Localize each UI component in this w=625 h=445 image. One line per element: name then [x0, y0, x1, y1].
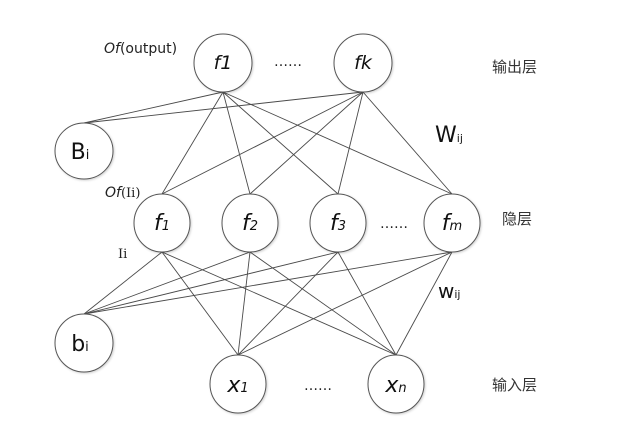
node-circle: [193, 33, 253, 93]
node-circle: [333, 33, 393, 93]
weight-sub: ij: [454, 288, 460, 301]
edge-x1-h2: [237, 251, 251, 356]
node-label: f1: [214, 52, 233, 74]
weight-main: W: [435, 123, 457, 148]
node-label: f1: [154, 211, 170, 236]
node-label: x1: [226, 373, 248, 398]
node-label-sub: m: [450, 219, 463, 234]
node-label: bi: [71, 332, 89, 357]
node-label: fm: [442, 211, 462, 236]
edge-out1-Bi: [83, 91, 224, 124]
node-label: f3: [330, 211, 346, 236]
annotation-italic: Of: [105, 185, 123, 201]
node-label: xn: [384, 373, 406, 398]
node-input-x1: x1: [209, 354, 267, 414]
edge-xn-h3: [337, 251, 397, 356]
node-hidden-f1: f1: [133, 193, 191, 253]
edge-x1-hm: [237, 251, 453, 356]
node-label-main: x: [384, 373, 399, 398]
edge-xn-h1: [161, 251, 397, 356]
lower-weight-label: wij: [438, 279, 460, 303]
edges: [83, 91, 453, 356]
annotation-hidden-input: Ii: [118, 247, 127, 262]
node-circle: [54, 313, 114, 373]
edge-bi-h1: [83, 251, 163, 315]
node-input-xn: xn: [367, 354, 425, 414]
layer-label-output: 输出层: [492, 58, 537, 76]
node-label-sub: 1: [162, 219, 170, 234]
node-hidden-f3: f3: [309, 193, 367, 253]
node-label-main: f: [330, 211, 341, 236]
upper-weight-label: Wij: [435, 123, 463, 148]
output-ellipsis: ……: [274, 54, 302, 70]
edge-outk-h2: [249, 91, 364, 195]
input-ellipsis: ……: [304, 378, 332, 394]
node-label: Bi: [71, 140, 90, 165]
edge-out1-hm: [222, 91, 453, 195]
node-circle: [133, 193, 191, 253]
annotation-rest: (output): [120, 41, 177, 57]
edge-x1-h1: [161, 251, 239, 356]
edge-xn-hm: [395, 251, 453, 356]
node-label-sub: 1: [240, 381, 248, 396]
edge-bi-hm: [83, 251, 453, 315]
node-label-main: f: [242, 211, 253, 236]
annotation-rest: (Ii): [121, 186, 140, 201]
weight-sub: ij: [457, 132, 463, 145]
node-circle: [209, 354, 267, 414]
node-output-f1: f1: [193, 33, 253, 93]
node-label-main: B: [71, 140, 86, 165]
node-hidden-fm: fm: [423, 193, 481, 253]
node-label-sub: 3: [338, 219, 346, 234]
node-label-main: b: [71, 332, 85, 357]
edge-outk-h1: [161, 91, 364, 195]
node-label-sub: n: [398, 381, 406, 396]
edge-bi-h3: [83, 251, 339, 315]
node-label-sub: i: [85, 340, 89, 355]
node-output-bias: Bi: [54, 122, 114, 180]
edge-out1-h3: [222, 91, 339, 195]
layer-label-input: 输入层: [492, 376, 537, 394]
node-circle: [309, 193, 367, 253]
node-label-sub: i: [86, 148, 90, 163]
node-label: f2: [242, 211, 258, 236]
node-label-sub: 2: [250, 219, 258, 234]
edge-outk-hm: [362, 91, 453, 195]
node-circle: [367, 354, 425, 414]
node-circle: [423, 193, 481, 253]
edge-xn-h2: [249, 251, 397, 356]
node-label: fk: [354, 52, 373, 74]
node-hidden-bias: bi: [54, 313, 114, 373]
annotation-italic: Of: [104, 41, 122, 57]
layer-label-hidden: 隐层: [502, 210, 532, 228]
edge-bi-h2: [83, 251, 251, 315]
weight-main: w: [438, 279, 454, 303]
edge-outk-Bi: [83, 91, 364, 124]
hidden-ellipsis: ……: [380, 216, 408, 232]
node-label-main: f: [154, 211, 165, 236]
annotation-of-output: Of(output): [104, 41, 177, 57]
node-output-fk: fk: [333, 33, 393, 93]
node-circle: [54, 122, 114, 180]
node-label-main: f: [442, 211, 453, 236]
edge-x1-h3: [237, 251, 339, 356]
annotation-of-hidden: Of(Ii): [105, 185, 140, 201]
node-hidden-f2: f2: [221, 193, 279, 253]
edge-outk-h3: [337, 91, 364, 195]
node-circle: [221, 193, 279, 253]
node-label-main: x: [226, 373, 241, 398]
edge-out1-h2: [222, 91, 251, 195]
